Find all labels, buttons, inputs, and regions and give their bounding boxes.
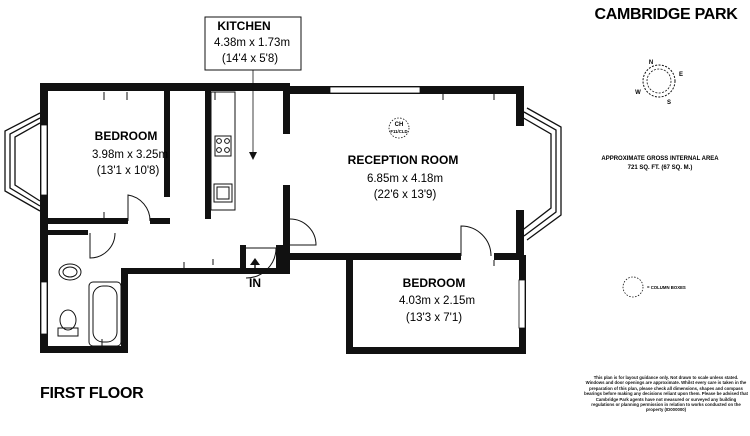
- kitchen-label-box: KITCHEN 4.38m x 1.73m (14'4 x 5'8): [204, 16, 302, 71]
- bedroom1-imperial: (13'1 x 10'8): [97, 165, 160, 177]
- compass-e: E: [679, 72, 683, 78]
- windows: [40, 86, 526, 335]
- boiler-symbol: CH F11/CLD: [388, 117, 410, 139]
- reception-name: RECEPTION ROOM: [348, 153, 459, 167]
- floor-label: FIRST FLOOR: [40, 385, 144, 402]
- interior-walls: [48, 91, 290, 274]
- kitchen-units: [210, 91, 236, 211]
- entrance-arrow: [250, 258, 260, 272]
- wall-marks: [101, 92, 495, 346]
- reception-label: RECEPTION ROOM 6.85m x 4.18m (22'6 x 13'…: [348, 153, 459, 201]
- bay-window-right: [519, 107, 562, 241]
- column-legend: = COLUMN BOXES: [622, 276, 686, 298]
- bathroom-fixtures: [57, 263, 122, 347]
- column-legend-text: = COLUMN BOXES: [647, 285, 686, 290]
- bedroom2-label: BEDROOM 4.03m x 2.15m (13'3 x 7'1): [399, 276, 475, 324]
- reception-imperial: (22'6 x 13'9): [374, 189, 437, 201]
- gross-area-line2: 721 SQ. FT. (67 SQ. M.): [628, 165, 693, 171]
- kitchen-pointer: [249, 70, 257, 160]
- compass-n: N: [649, 60, 653, 66]
- kitchen-imperial: (14'4 x 5'8): [222, 53, 278, 65]
- boiler-label-2: F11/CLD: [390, 129, 407, 134]
- compass-icon: N E S W: [635, 60, 683, 106]
- kitchen-name: KITCHEN: [217, 19, 270, 33]
- entrance-label: IN: [249, 276, 261, 290]
- doors: [89, 194, 492, 279]
- bedroom1-metric: 3.98m x 3.25m: [92, 149, 168, 161]
- property-name: CAMBRIDGE PARK: [594, 6, 738, 23]
- kitchen-metric: 4.38m x 1.73m: [214, 37, 290, 49]
- disclaimer-text: This plan is for layout guidance only. N…: [584, 375, 748, 413]
- compass-w: W: [635, 90, 641, 96]
- bay-window-left: [4, 112, 41, 212]
- reception-metric: 6.85m x 4.18m: [367, 173, 443, 185]
- compass-s: S: [667, 100, 671, 106]
- bedroom2-metric: 4.03m x 2.15m: [399, 295, 475, 307]
- gross-area-line1: APPROXIMATE GROSS INTERNAL AREA: [601, 156, 719, 162]
- bedroom2-name: BEDROOM: [403, 276, 466, 290]
- bedroom1-label: BEDROOM 3.98m x 3.25m (13'1 x 10'8): [92, 129, 168, 177]
- bedroom2-imperial: (13'3 x 7'1): [406, 312, 462, 324]
- boiler-label-1: CH: [395, 122, 404, 128]
- bedroom1-name: BEDROOM: [95, 129, 158, 143]
